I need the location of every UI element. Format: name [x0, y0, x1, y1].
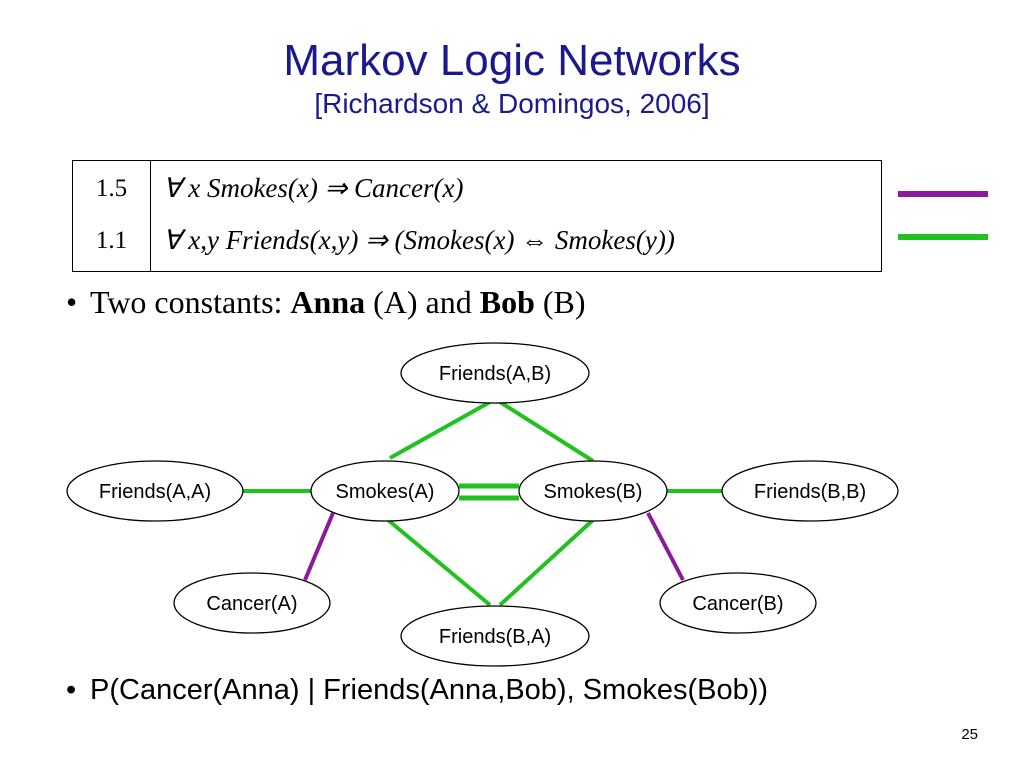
node-label: Friends(A,A): [99, 481, 211, 503]
node-ellipse: [400, 342, 590, 404]
constant-bob-abbr: (B): [534, 284, 586, 320]
formulas-column: ∀ x Smokes(x) ⇒ Cancer(x) ∀ x,y Friends(…: [163, 161, 881, 271]
constant-anna: Anna: [290, 284, 366, 320]
node-ellipse: [400, 605, 590, 667]
constants-prefix: Two constants:: [90, 284, 291, 320]
formula-2: ∀ x,y Friends(x,y) ⇒ (Smokes(x) ⇔ Smokes…: [163, 225, 675, 255]
weight-2: 1.1: [95, 227, 128, 254]
edge-sB-cB: [646, 512, 685, 581]
node-fBB: Friends(B,B): [721, 460, 899, 522]
edge-fAB-sA: [389, 400, 491, 460]
node-label: Smokes(B): [544, 481, 643, 503]
bullet-dot: •: [66, 674, 77, 706]
slide-title: Markov Logic Networks: [283, 36, 741, 85]
node-ellipse: [66, 460, 244, 522]
node-label: Friends(A,B): [439, 363, 551, 385]
node-label: Smokes(A): [336, 481, 435, 503]
node-fAB: Friends(A,B): [400, 342, 590, 404]
edge-fBA-sA: [386, 518, 492, 607]
node-label: Cancer(B): [692, 593, 783, 615]
node-label: Friends(B,A): [439, 626, 551, 648]
node-ellipse: [721, 460, 899, 522]
node-ellipse: [310, 460, 460, 522]
node-label: Cancer(A): [206, 593, 297, 615]
edge-sA-cA: [303, 512, 335, 581]
node-sA: Smokes(A): [310, 460, 460, 522]
rule-color-legend: [898, 191, 988, 240]
rules-table: 1.5 1.1 ∀ x Smokes(x) ⇒ Cancer(x) ∀ x,y …: [72, 160, 882, 272]
node-fBA: Friends(B,A): [400, 605, 590, 667]
query-text: P(Cancer(Anna) | Friends(Anna,Bob), Smok…: [90, 674, 769, 706]
weights-column: 1.5 1.1: [73, 161, 151, 271]
edge-fBA-sB: [498, 518, 595, 607]
page-number: 25: [961, 726, 978, 743]
bullet-constants: • Two constants: Anna (A) and Bob (B): [66, 284, 586, 321]
bullet-dot: •: [66, 284, 78, 320]
node-ellipse: [173, 572, 331, 634]
slide-subtitle: [Richardson & Domingos, 2006]: [314, 88, 710, 119]
bullet-query: • P(Cancer(Anna) | Friends(Anna,Bob), Smo…: [66, 674, 768, 707]
node-sB: Smokes(B): [518, 460, 668, 522]
node-ellipse: [518, 460, 668, 522]
node-fAA: Friends(A,A): [66, 460, 244, 522]
constant-anna-abbr: (A) and: [365, 284, 480, 320]
weight-1: 1.5: [95, 175, 128, 202]
node-ellipse: [659, 572, 817, 634]
node-label: Friends(B,B): [754, 481, 866, 503]
constant-bob: Bob: [479, 284, 535, 320]
node-cB: Cancer(B): [659, 572, 817, 634]
edge-fAB-sB: [498, 400, 595, 463]
formula-1: ∀ x Smokes(x) ⇒ Cancer(x): [163, 173, 464, 203]
node-cA: Cancer(A): [173, 572, 331, 634]
